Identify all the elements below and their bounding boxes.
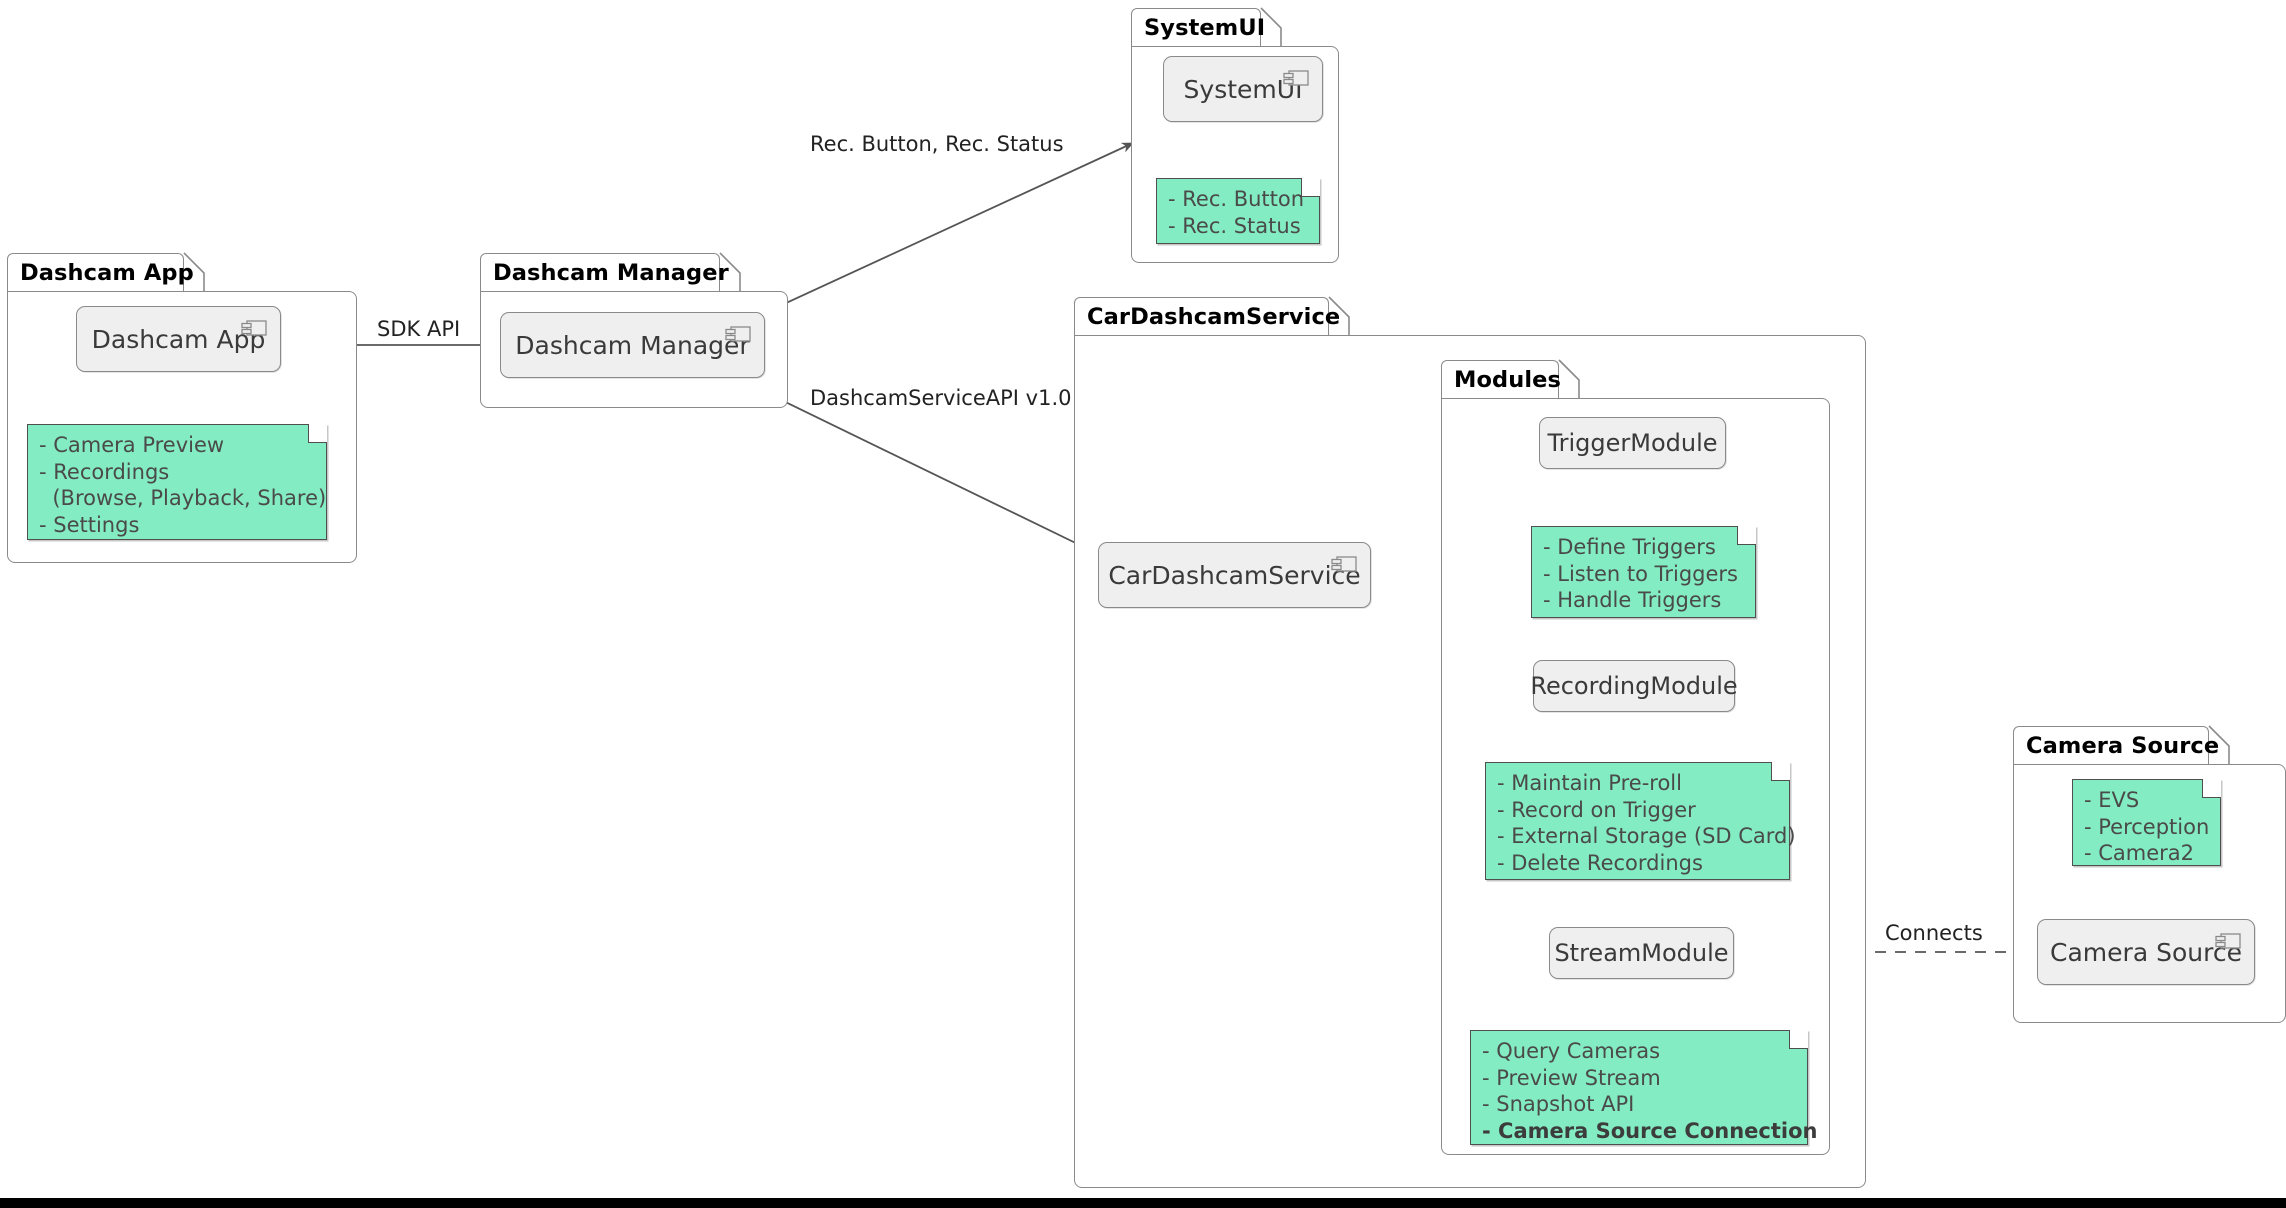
component-icon (2215, 933, 2241, 949)
component-label-streammodule: StreamModule (1554, 939, 1729, 967)
component-recordingmodule[interactable]: RecordingModule (1530, 660, 1738, 712)
component-icon (725, 326, 751, 342)
note-streammodule: - Query Cameras - Preview Stream - Snaps… (1470, 1030, 1818, 1145)
component-label-dashcam-manager: Dashcam Manager (515, 330, 750, 360)
component-label-systemui: SystemUI (1183, 74, 1303, 104)
package-tab-dashcam-manager: Dashcam Manager (480, 253, 729, 291)
component-cardashcamservice[interactable]: CarDashcamService (1098, 542, 1371, 608)
package-tab-modules: Modules (1441, 360, 1562, 398)
package-tab-systemui: SystemUI (1131, 8, 1265, 46)
edge-label-connects: Connects (1885, 921, 1983, 945)
component-label-cardashcamservice: CarDashcamService (1108, 560, 1361, 590)
note-text-systemui: - Rec. Button - Rec. Status (1168, 187, 1305, 238)
note-fold-corner-icon (1771, 762, 1790, 781)
component-camera-source[interactable]: Camera Source (2037, 919, 2255, 985)
edge-rec-button-rec-status (744, 142, 1134, 323)
package-label-dashcam-app: Dashcam App (20, 260, 194, 286)
package-label-dashcam-manager: Dashcam Manager (493, 260, 729, 286)
package-tab-dashcam-app: Dashcam App (7, 253, 194, 291)
note-fold-corner-icon (1789, 1030, 1808, 1049)
component-icon (1331, 556, 1357, 572)
component-triggermodule[interactable]: TriggerModule (1539, 417, 1726, 469)
edge-label-dashcam-service-api: DashcamServiceAPI v1.0 (810, 386, 1072, 410)
edge-label-rec-button-rec-status: Rec. Button, Rec. Status (810, 132, 1064, 156)
note-recordingmodule: - Maintain Pre-roll - Record on Trigger … (1485, 762, 1796, 880)
component-dashcam-manager[interactable]: Dashcam Manager (500, 312, 765, 378)
package-label-modules: Modules (1454, 367, 1562, 393)
note-fold-corner-icon (1737, 526, 1756, 545)
package-label-camera-source: Camera Source (2026, 733, 2220, 759)
component-icon (1283, 70, 1309, 86)
note-text-streammodule: - Query Cameras - Preview Stream - Snaps… (1482, 1039, 1818, 1143)
component-label-triggermodule: TriggerModule (1547, 429, 1718, 457)
component-icon (241, 320, 267, 336)
component-label-dashcam-app: Dashcam App (91, 324, 266, 354)
component-label-recordingmodule: RecordingModule (1530, 672, 1738, 700)
note-camera-source: - EVS - Perception - Camera2 (2072, 779, 2221, 866)
component-label-camera-source: Camera Source (2050, 937, 2242, 967)
note-triggermodule: - Define Triggers - Listen to Triggers -… (1531, 526, 1756, 618)
note-fold-corner-icon (308, 424, 327, 443)
bottom-black-bar (0, 1198, 2286, 1208)
package-tab-camera-source: Camera Source (2013, 726, 2219, 764)
note-fold-corner-icon (1301, 178, 1320, 197)
package-label-cardashcamservice: CarDashcamService (1087, 304, 1341, 330)
note-text-camera-source: - EVS - Perception - Camera2 (2084, 788, 2210, 865)
edge-label-sdk-api: SDK API (377, 317, 461, 341)
note-dashcam-app: - Camera Preview - Recordings (Browse, P… (27, 424, 327, 540)
note-fold-corner-icon (2202, 779, 2221, 798)
component-systemui[interactable]: SystemUI (1163, 56, 1323, 122)
note-systemui: - Rec. Button - Rec. Status (1156, 178, 1320, 244)
package-label-systemui: SystemUI (1144, 15, 1266, 41)
note-text-triggermodule: - Define Triggers - Listen to Triggers -… (1543, 535, 1738, 612)
package-tab-cardashcamservice: CarDashcamService (1074, 297, 1340, 335)
component-streammodule[interactable]: StreamModule (1549, 927, 1734, 979)
note-text-recordingmodule: - Maintain Pre-roll - Record on Trigger … (1497, 771, 1796, 875)
component-dashcam-app[interactable]: Dashcam App (76, 306, 281, 372)
note-text-dashcam-app: - Camera Preview - Recordings (Browse, P… (39, 433, 327, 537)
